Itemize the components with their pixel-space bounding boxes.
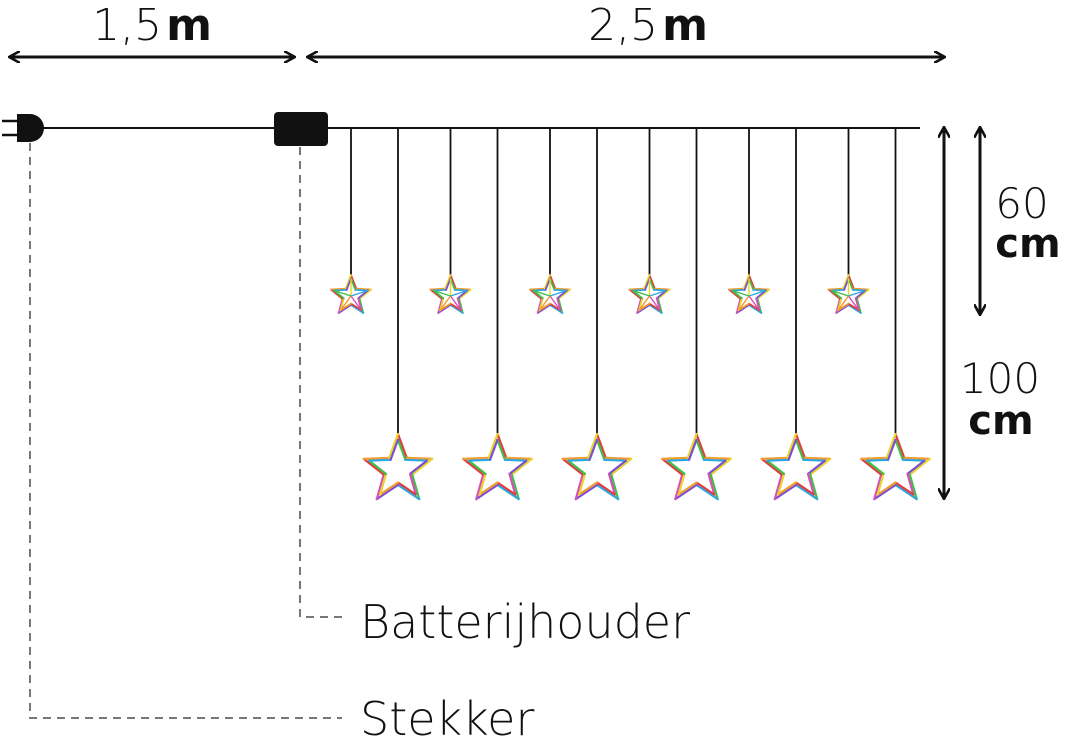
battery-leader-line xyxy=(299,147,344,618)
short-drop-unit: cm xyxy=(995,221,1060,267)
small-star-icon xyxy=(529,274,571,314)
hanging-strands xyxy=(330,128,931,501)
large-star-icon xyxy=(661,432,732,501)
large-star-icon xyxy=(760,432,832,501)
plug-leader-line xyxy=(29,143,342,719)
large-star-icon xyxy=(362,432,434,501)
battery-holder-icon xyxy=(274,112,328,146)
short-drop-number: 60 xyxy=(995,179,1048,228)
large-star-icon xyxy=(561,432,633,501)
large-star-icon xyxy=(860,432,931,501)
small-star-icon xyxy=(429,274,472,314)
large-star-icon xyxy=(462,432,533,501)
battery-holder-label: Batterijhouder xyxy=(360,595,690,649)
cord-length-label: 1,5m xyxy=(92,0,212,51)
cord-length-dimension: 1,5m xyxy=(10,0,294,57)
long-drop-unit: cm xyxy=(968,398,1033,444)
long-drop-number: 100 xyxy=(960,354,1040,403)
plug-icon xyxy=(2,114,44,142)
small-star-icon xyxy=(330,274,372,314)
plug-label: Stekker xyxy=(360,692,534,737)
curtain-width-label: 2,5m xyxy=(588,0,708,51)
small-star-icon xyxy=(728,274,770,314)
small-star-icon xyxy=(827,274,870,314)
curtain-width-dimension: 2,5m xyxy=(308,0,944,57)
small-star-icon xyxy=(628,274,671,314)
